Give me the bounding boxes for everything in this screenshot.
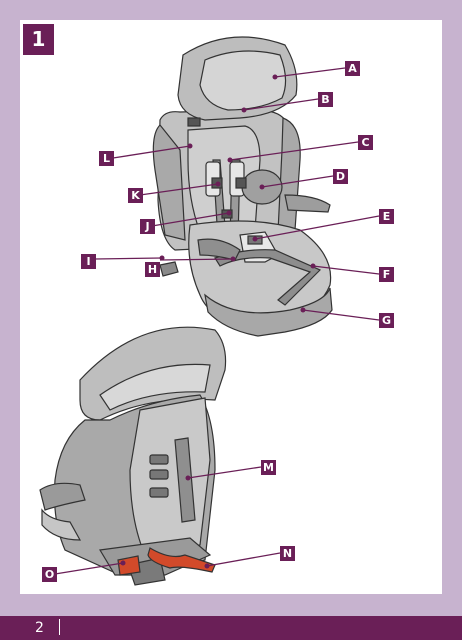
label-m: M	[261, 460, 276, 475]
leader-dots	[120, 74, 316, 569]
label-e: E	[379, 209, 394, 224]
red-strap	[147, 547, 216, 573]
page-number: 2	[35, 620, 44, 636]
label-j: J	[140, 219, 155, 234]
figure-number-badge: 1	[23, 24, 54, 55]
page-footer: 2	[0, 616, 462, 640]
seat-front	[204, 287, 333, 337]
label-n: N	[280, 546, 295, 561]
label-g: G	[379, 313, 394, 328]
left-wing	[152, 124, 186, 241]
rear-view-seat	[39, 326, 227, 586]
label-c: C	[358, 135, 373, 150]
label-d: D	[333, 169, 348, 184]
label-a: A	[345, 61, 360, 76]
label-o: O	[42, 567, 57, 582]
label-k: K	[128, 188, 143, 203]
label-h: H	[145, 262, 160, 277]
leader-lines	[54, 67, 380, 575]
armrest-right	[284, 194, 331, 213]
label-b: B	[318, 92, 333, 107]
label-f: F	[379, 267, 394, 282]
isofix-arm	[159, 261, 179, 277]
label-l: L	[99, 151, 114, 166]
label-i: I	[81, 254, 96, 269]
front-view-seat	[152, 36, 333, 337]
footer-divider	[59, 619, 60, 635]
headrest-pad	[199, 50, 287, 111]
